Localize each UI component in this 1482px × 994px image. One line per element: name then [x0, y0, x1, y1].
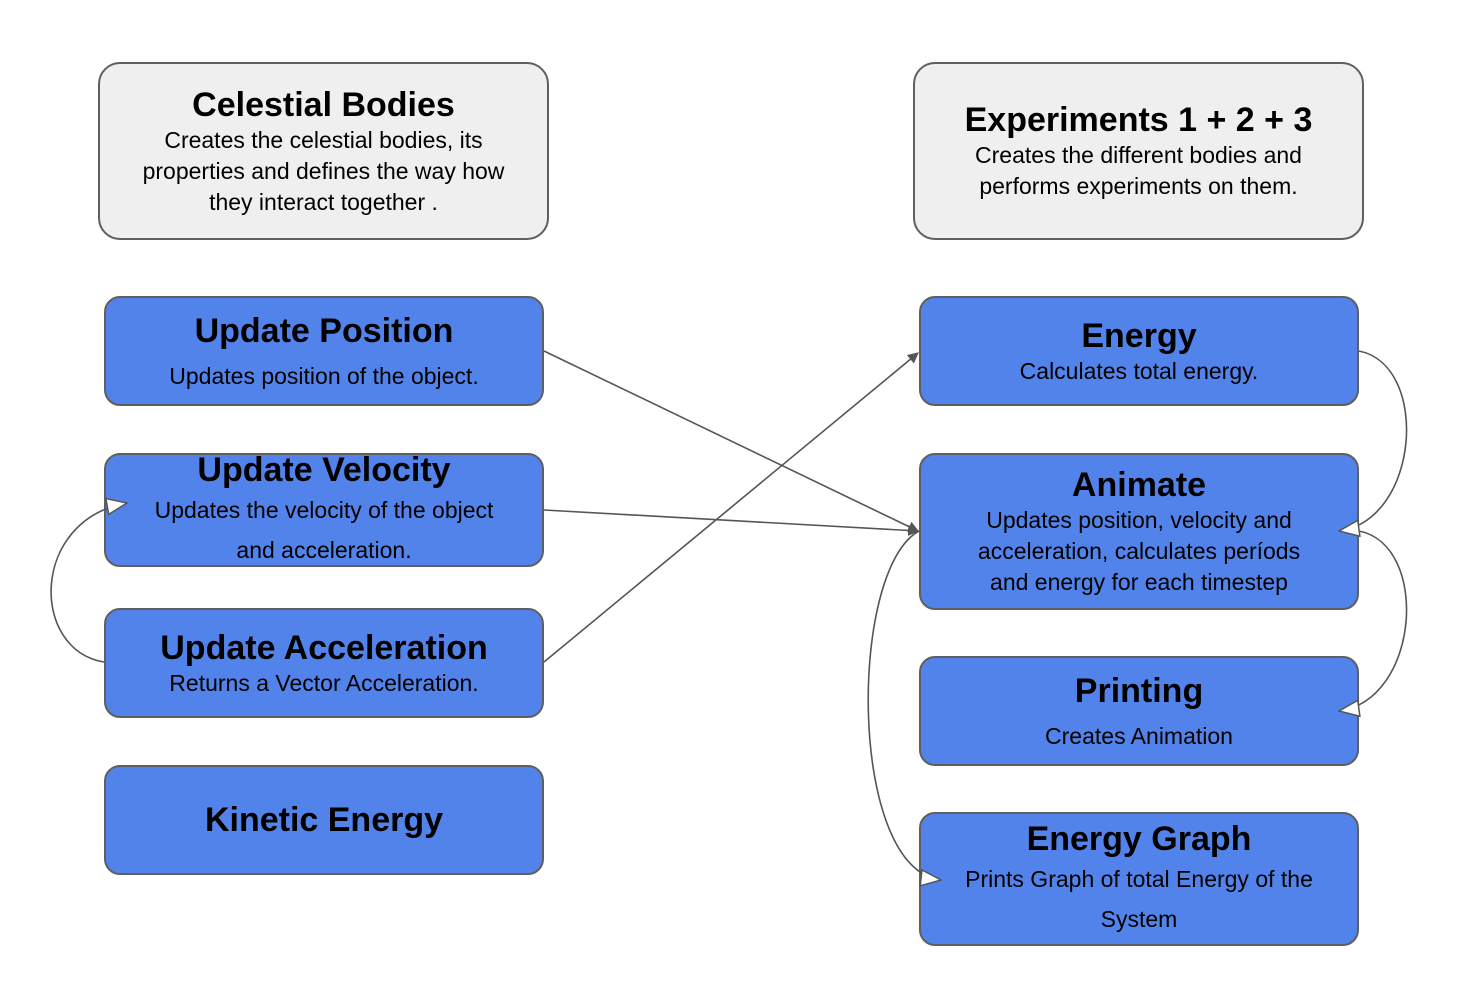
animate-node: Animate Updates position, velocity and a… — [919, 453, 1359, 610]
printing-node: Printing Creates Animation — [919, 656, 1359, 766]
desc-line: Updates the velocity of the object — [154, 497, 494, 523]
desc-line: they interact together . — [209, 188, 438, 215]
energy-graph-node: Energy Graph Prints Graph of total Energ… — [919, 812, 1359, 946]
animate-title: Animate — [1071, 466, 1207, 504]
update-velocity-node: Update Velocity Updates the velocity of … — [104, 451, 544, 570]
connector-update-position-to-animate — [543, 350, 919, 532]
desc-line: and acceleration. — [236, 537, 412, 563]
printing-title: Printing — [1074, 671, 1204, 710]
connector-update-acceleration-to-energy — [543, 352, 919, 663]
desc-line: Updates position of the object. — [169, 362, 479, 389]
desc-line: and energy for each timestep — [990, 569, 1288, 595]
update-acceleration-title: Update Acceleration — [160, 628, 488, 667]
experiments-title: Experiments 1 + 2 + 3 — [964, 101, 1313, 139]
update-velocity-title: Update Velocity — [197, 451, 451, 489]
desc-line: Prints Graph of total Energy of the — [965, 866, 1313, 892]
animate-desc: Updates position, velocity and accelerat… — [970, 505, 1308, 598]
desc-line: acceleration, calculates períods — [977, 538, 1301, 564]
desc-line: System — [1100, 906, 1178, 932]
energy-graph-desc: Prints Graph of total Energy of the Syst… — [957, 859, 1321, 939]
kinetic-energy-title: Kinetic Energy — [204, 801, 444, 839]
energy-node: Energy Calculates total energy. — [919, 296, 1359, 406]
celestial-bodies-box: Celestial Bodies Creates the celestial b… — [98, 62, 549, 240]
desc-line: Creates the different bodies and — [975, 142, 1302, 168]
energy-graph-title: Energy Graph — [1026, 820, 1252, 858]
experiments-desc: Creates the different bodies and perform… — [967, 140, 1310, 202]
energy-title: Energy — [1081, 316, 1197, 355]
update-acceleration-node: Update Acceleration Returns a Vector Acc… — [104, 608, 544, 718]
celestial-bodies-title: Celestial Bodies — [192, 85, 455, 124]
desc-line: properties and defines the way how — [142, 157, 505, 184]
update-velocity-desc: Updates the velocity of the object and a… — [147, 490, 502, 570]
experiments-box: Experiments 1 + 2 + 3 Creates the differ… — [913, 62, 1364, 240]
update-position-node: Update Position Updates position of the … — [104, 296, 544, 406]
desc-line: performs experiments on them. — [979, 173, 1298, 199]
desc-line: Returns a Vector Acceleration. — [169, 669, 479, 696]
update-acceleration-desc: Returns a Vector Acceleration. — [161, 668, 486, 699]
connector-update-velocity-to-animate — [543, 509, 920, 536]
celestial-bodies-desc: Creates the celestial bodies, its proper… — [135, 125, 513, 218]
update-position-desc: Updates position of the object. — [161, 361, 486, 392]
desc-line: Creates the celestial bodies, its — [164, 126, 483, 153]
desc-line: Updates position, velocity and — [986, 507, 1292, 533]
desc-line: Calculates total energy. — [1019, 357, 1259, 384]
printing-desc: Creates Animation — [1037, 721, 1241, 752]
energy-desc: Calculates total energy. — [1012, 356, 1267, 387]
update-position-title: Update Position — [194, 311, 454, 350]
desc-line: Creates Animation — [1045, 722, 1233, 749]
kinetic-energy-node: Kinetic Energy — [104, 765, 544, 875]
